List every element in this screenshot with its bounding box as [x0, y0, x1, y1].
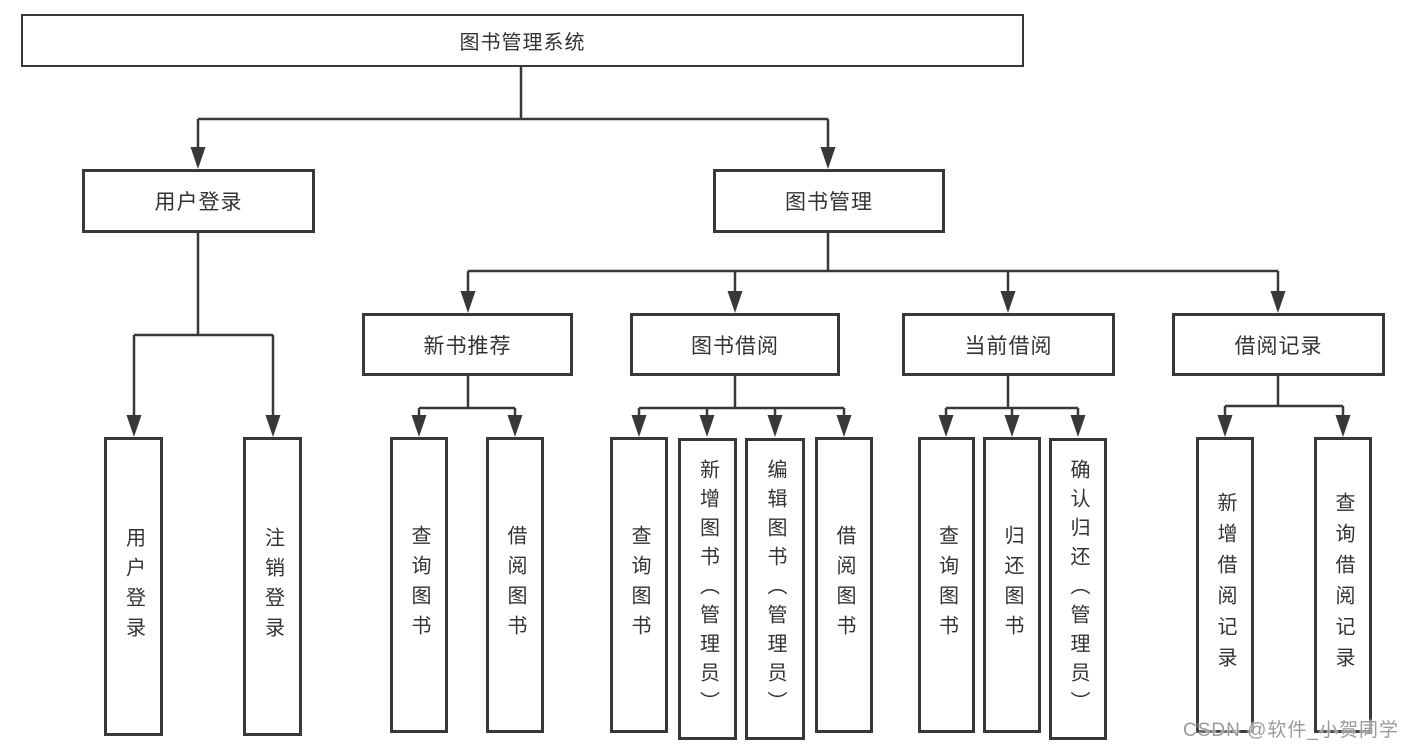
- node-book-borrowing: 图书借阅: [630, 313, 840, 376]
- arrowhead-icon: [1004, 415, 1020, 437]
- arrowhead-icon: [767, 415, 783, 437]
- arrowhead-icon: [507, 415, 523, 437]
- node-label: 图书管理: [785, 191, 873, 214]
- arrowhead-icon: [1070, 415, 1086, 437]
- arrowhead-icon: [190, 147, 206, 169]
- node-label: 新增图书（管理员）: [696, 458, 719, 720]
- arrowhead-icon: [126, 415, 142, 437]
- node-label: 图书借阅: [691, 334, 779, 358]
- arrowhead-icon: [1335, 415, 1351, 437]
- node-label: 用户登录: [154, 191, 243, 214]
- node-label: 图书管理系统: [459, 32, 586, 54]
- node-logout: 注销登录: [243, 437, 302, 736]
- node-user-login-leaf: 用户登录: [104, 437, 163, 736]
- arrowhead-icon: [727, 291, 743, 313]
- node-label: 确认归还（管理员）: [1067, 458, 1089, 720]
- node-query-borrow-record: 查询借阅记录: [1314, 437, 1372, 733]
- node-label: 借阅图书: [833, 525, 855, 645]
- node-query-books-borrowing: 查询图书: [610, 437, 668, 733]
- node-borrow-books-recommend: 借阅图书: [486, 437, 544, 733]
- node-label: 当前借阅: [964, 334, 1053, 358]
- arrowhead-icon: [460, 291, 476, 313]
- node-query-books-current: 查询图书: [918, 437, 975, 733]
- node-label: 归还图书: [1001, 525, 1023, 645]
- node-confirm-return-admin: 确认归还（管理员）: [1049, 438, 1107, 740]
- arrowhead-icon: [1217, 415, 1233, 437]
- arrowhead-icon: [820, 147, 836, 169]
- csdn-watermark: CSDN @软件_小贺同学: [1183, 720, 1399, 741]
- node-edit-books-admin: 编辑图书（管理员）: [745, 438, 805, 740]
- node-return-books: 归还图书: [983, 437, 1041, 733]
- node-label: 查询借阅记录: [1332, 492, 1354, 678]
- node-borrowing-records: 借阅记录: [1172, 313, 1385, 376]
- arrowhead-icon: [411, 415, 427, 437]
- arrowhead-icon: [1000, 291, 1016, 313]
- arrowhead-icon: [938, 415, 954, 437]
- arrowhead-icon: [836, 415, 852, 437]
- node-label: 编辑图书（管理员）: [764, 458, 786, 720]
- node-book-management: 图书管理: [713, 169, 945, 233]
- arrowhead-icon: [631, 415, 647, 437]
- node-query-books-recommend: 查询图书: [390, 437, 448, 733]
- arrowhead-icon: [1270, 291, 1286, 313]
- node-label: 借阅图书: [504, 525, 526, 645]
- node-borrow-books-leaf: 借阅图书: [815, 437, 873, 733]
- node-current-borrowing: 当前借阅: [902, 313, 1115, 376]
- node-label: 新书推荐: [423, 334, 512, 358]
- tree-edges: [132, 66, 1345, 420]
- node-label: 查询图书: [408, 525, 430, 645]
- node-library-management-system: 图书管理系统: [21, 14, 1024, 67]
- node-user-login-branch: 用户登录: [82, 169, 315, 233]
- node-label: 注销登录: [261, 526, 284, 647]
- node-label: 用户登录: [122, 526, 145, 647]
- node-add-borrow-record: 新增借阅记录: [1196, 437, 1254, 733]
- node-label: 借阅记录: [1234, 334, 1323, 358]
- node-label: 查询图书: [628, 525, 650, 645]
- node-label: 查询图书: [935, 525, 958, 645]
- node-new-book-recommendation: 新书推荐: [362, 313, 573, 376]
- node-label: 新增借阅记录: [1214, 492, 1236, 678]
- arrowhead-icon: [265, 415, 281, 437]
- arrowhead-icon: [699, 415, 715, 437]
- node-add-books-admin: 新增图书（管理员）: [678, 438, 737, 740]
